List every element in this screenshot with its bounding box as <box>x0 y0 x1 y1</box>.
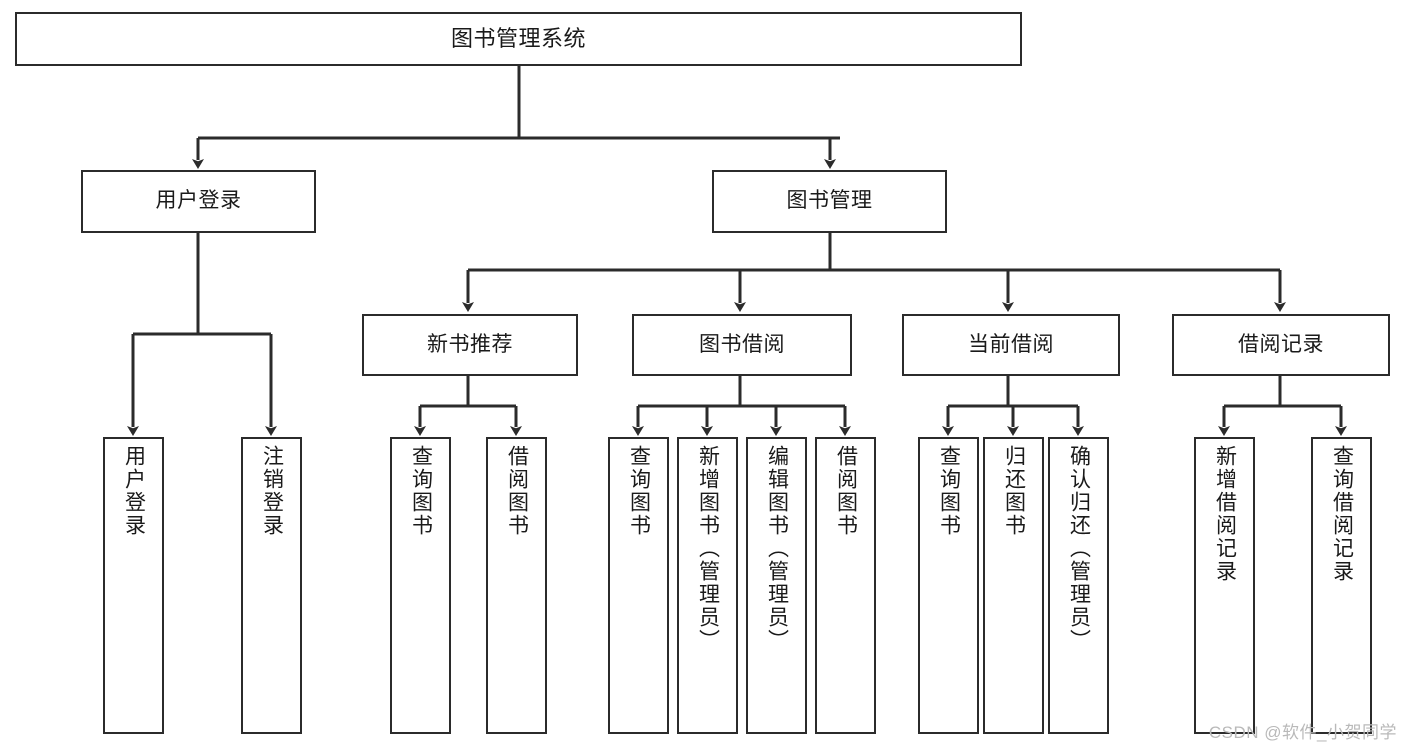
node-label: 查询图书 <box>627 445 651 537</box>
node-leaf-edit-book-admin[interactable]: 编辑图书（管理员） <box>746 437 807 734</box>
node-borrowing-records[interactable]: 借阅记录 <box>1172 314 1390 376</box>
node-label: 借阅记录 <box>1238 332 1324 356</box>
node-label: 新增借阅记录 <box>1213 445 1237 583</box>
node-label: 新增图书（管理员） <box>696 445 720 652</box>
node-leaf-add-book-admin[interactable]: 新增图书（管理员） <box>677 437 738 734</box>
node-label: 注销登录 <box>260 445 284 537</box>
node-leaf-borrow-book-borrowing[interactable]: 借阅图书 <box>815 437 876 734</box>
node-label: 借阅图书 <box>834 445 858 537</box>
node-label: 图书管理 <box>786 189 873 213</box>
node-leaf-query-borrow-record[interactable]: 查询借阅记录 <box>1311 437 1372 734</box>
node-label: 归还图书 <box>1002 445 1026 537</box>
node-label: 借阅图书 <box>505 445 529 537</box>
node-label: 图书管理系统 <box>450 26 586 52</box>
node-leaf-query-book-recommendation[interactable]: 查询图书 <box>390 437 451 734</box>
node-leaf-query-book-current[interactable]: 查询图书 <box>918 437 979 734</box>
watermark-text: CSDN @软件_小贺同学 <box>1208 723 1397 742</box>
node-label: 确认归还（管理员） <box>1067 445 1091 652</box>
node-label: 查询图书 <box>937 445 961 537</box>
node-book-management[interactable]: 图书管理 <box>712 170 947 233</box>
node-root-book-management-system[interactable]: 图书管理系统 <box>15 12 1022 66</box>
node-leaf-return-book[interactable]: 归还图书 <box>983 437 1044 734</box>
node-leaf-borrow-book-recommendation[interactable]: 借阅图书 <box>486 437 547 734</box>
node-label: 用户登录 <box>155 189 242 213</box>
node-label: 新书推荐 <box>427 332 513 356</box>
node-label: 图书借阅 <box>699 332 785 356</box>
node-leaf-logout[interactable]: 注销登录 <box>241 437 302 734</box>
node-label: 查询图书 <box>409 445 433 537</box>
node-leaf-user-login[interactable]: 用户登录 <box>103 437 164 734</box>
node-label: 用户登录 <box>122 445 146 537</box>
node-current-borrowing[interactable]: 当前借阅 <box>902 314 1120 376</box>
node-label: 编辑图书（管理员） <box>765 445 789 652</box>
node-leaf-query-book-borrowing[interactable]: 查询图书 <box>608 437 669 734</box>
node-label: 当前借阅 <box>968 332 1054 356</box>
node-book-borrowing[interactable]: 图书借阅 <box>632 314 852 376</box>
node-user-login[interactable]: 用户登录 <box>81 170 316 233</box>
node-leaf-confirm-return-admin[interactable]: 确认归还（管理员） <box>1048 437 1109 734</box>
node-leaf-add-borrow-record[interactable]: 新增借阅记录 <box>1194 437 1255 734</box>
node-label: 查询借阅记录 <box>1330 445 1354 583</box>
node-new-book-recommendation[interactable]: 新书推荐 <box>362 314 578 376</box>
